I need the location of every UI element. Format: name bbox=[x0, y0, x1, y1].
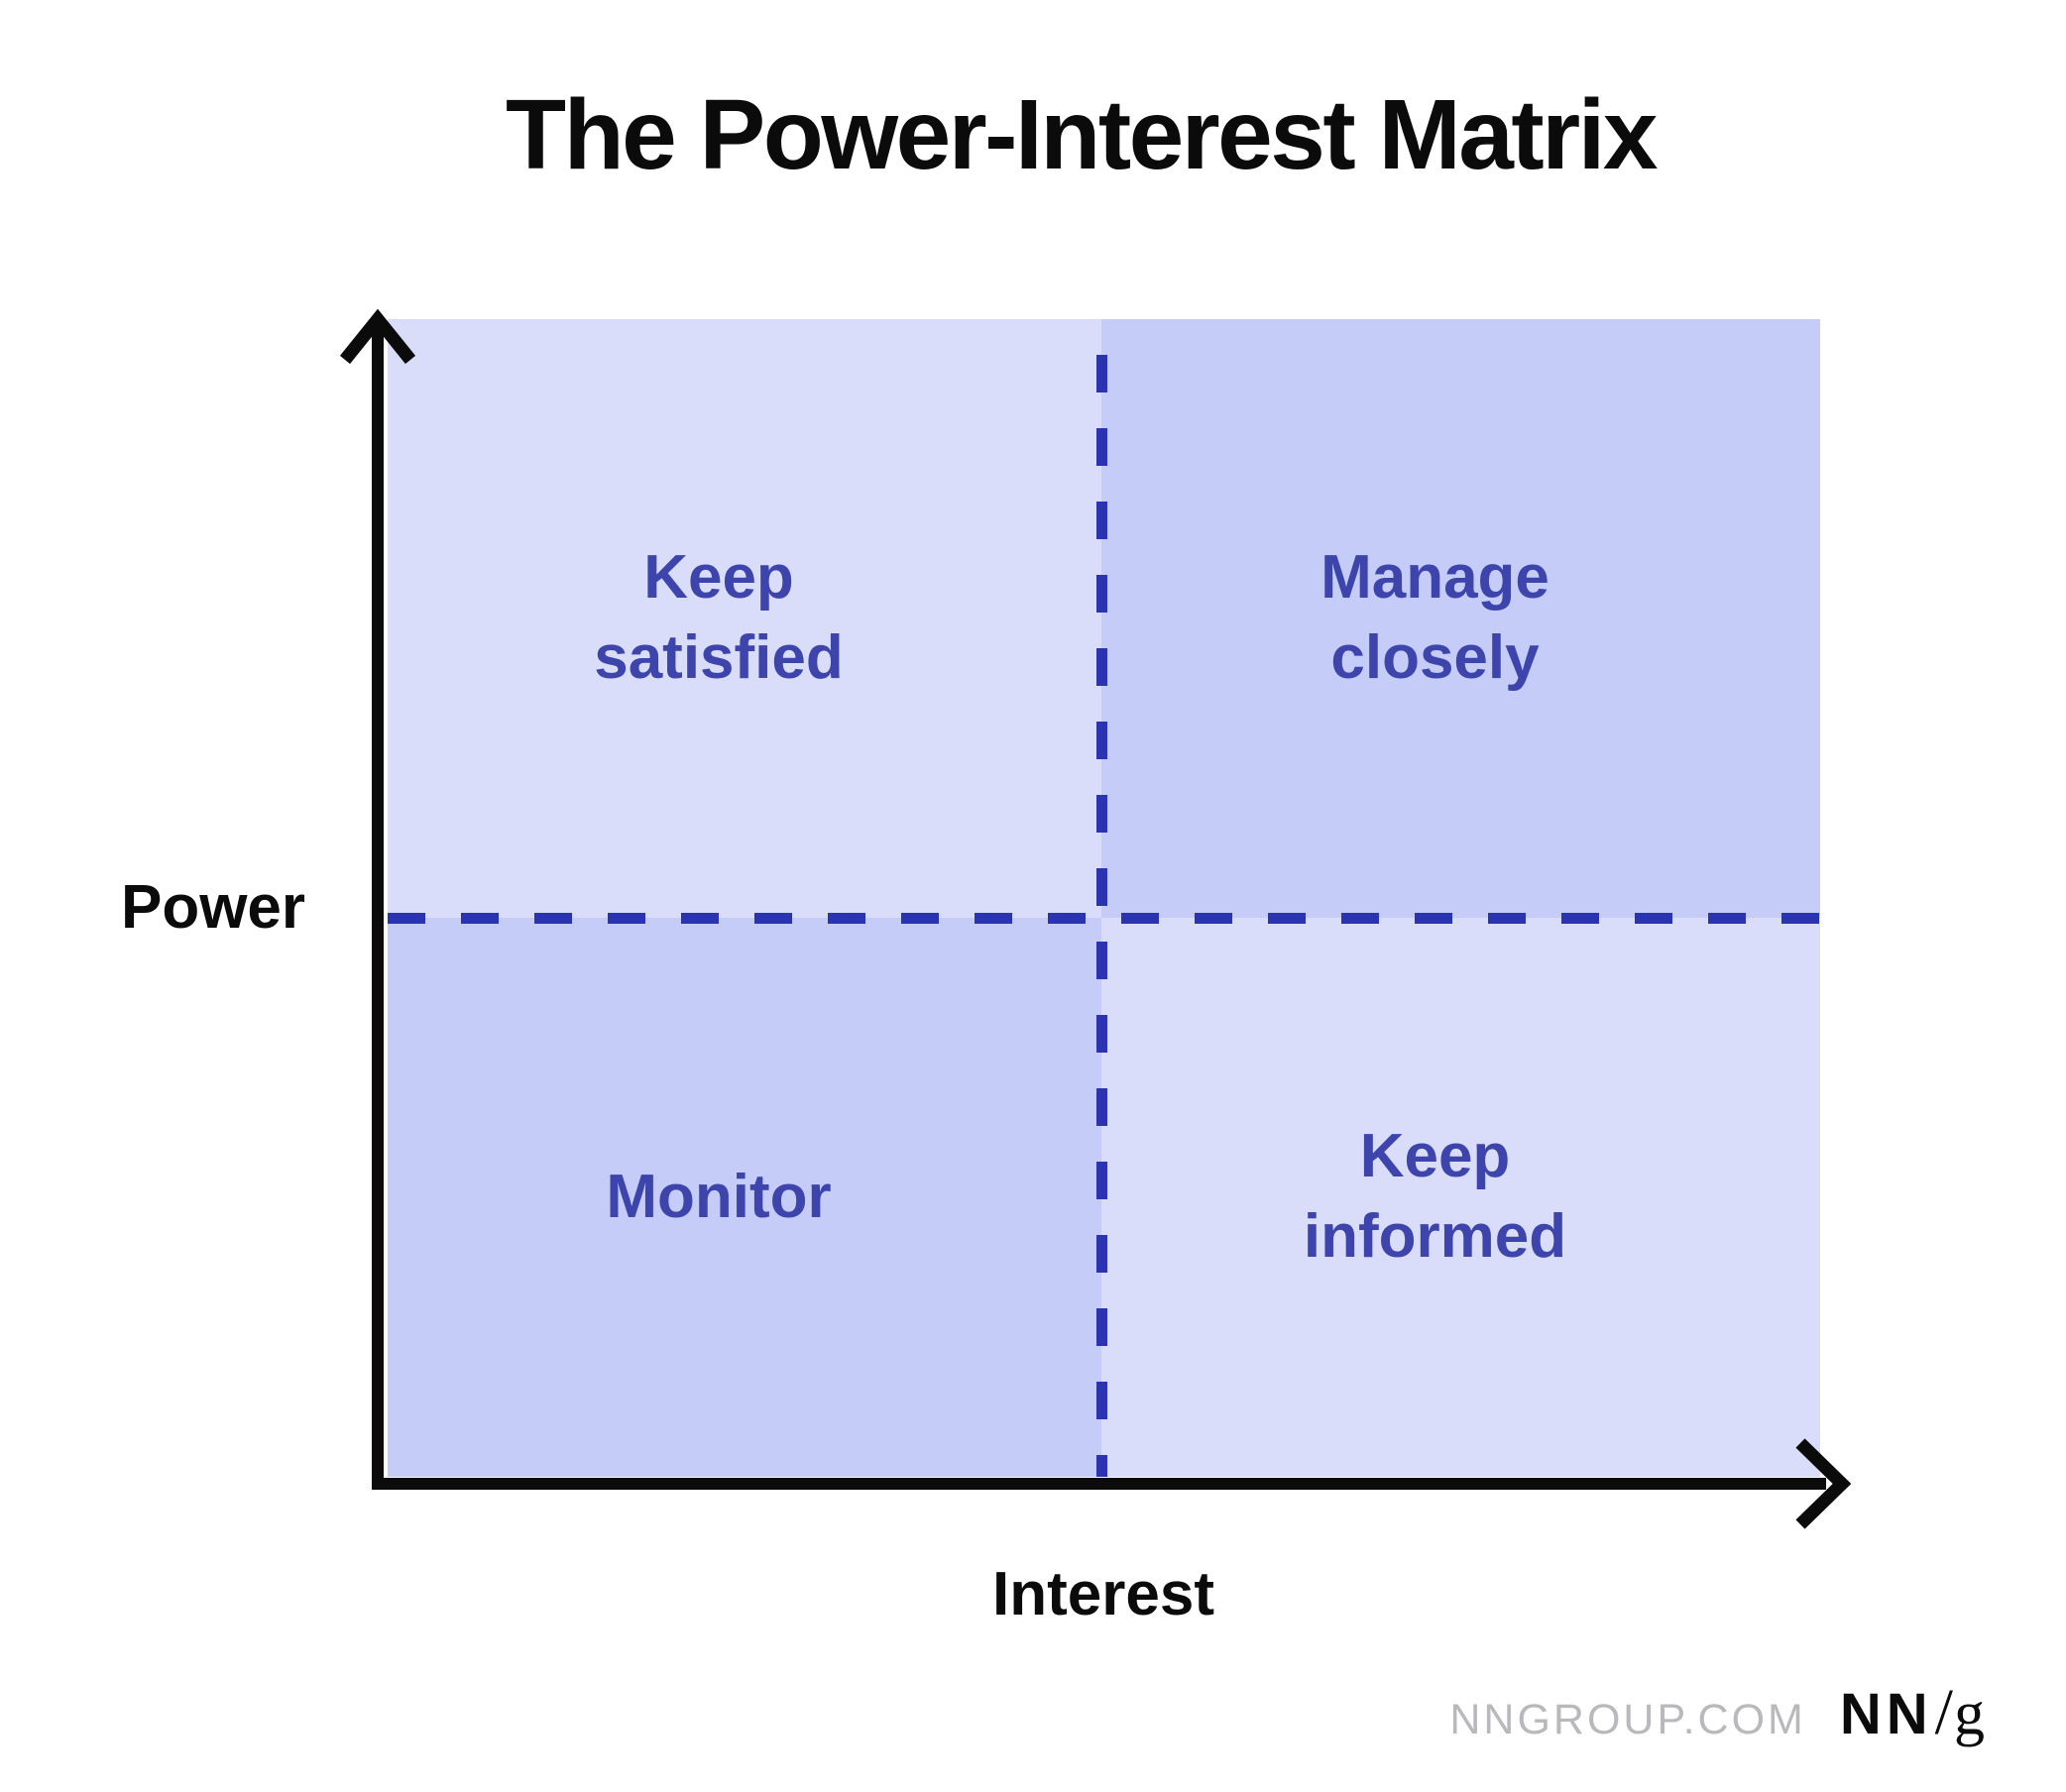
logo-slash: / bbox=[1934, 1676, 1953, 1748]
quadrant-monitor: Monitor bbox=[388, 918, 1101, 1477]
quadrant-manage-closely: Manage closely bbox=[1101, 319, 1820, 918]
figure-title: The Power-Interest Matrix bbox=[505, 79, 1659, 190]
x-axis-label: Interest bbox=[992, 1560, 1214, 1628]
logo-g-text: g bbox=[1954, 1680, 1985, 1747]
quadrant-label-monitor: Monitor bbox=[606, 1162, 832, 1231]
quadrant-keep-satisfied: Keep satisfied bbox=[388, 319, 1101, 918]
quadrant-dividers bbox=[388, 319, 1820, 1477]
y-axis-label: Power bbox=[120, 873, 306, 942]
website-url: NNGROUP.COM bbox=[1449, 1696, 1806, 1743]
nng-logo: NN / g bbox=[1840, 1675, 1985, 1750]
logo-nn-text: NN bbox=[1839, 1682, 1933, 1746]
matrix-area: Keep satisfied Manage closely Monitor Ke… bbox=[388, 319, 1820, 1477]
quadrant-keep-informed: Keep informed bbox=[1101, 918, 1820, 1477]
quadrant-label-keep-informed: Keep informed bbox=[1303, 1122, 1567, 1271]
quadrant-label-manage-closely: Manage closely bbox=[1320, 543, 1550, 692]
footer: NNGROUP.COM NN / g bbox=[1449, 1675, 1985, 1750]
quadrant-label-keep-satisfied: Keep satisfied bbox=[594, 543, 844, 692]
